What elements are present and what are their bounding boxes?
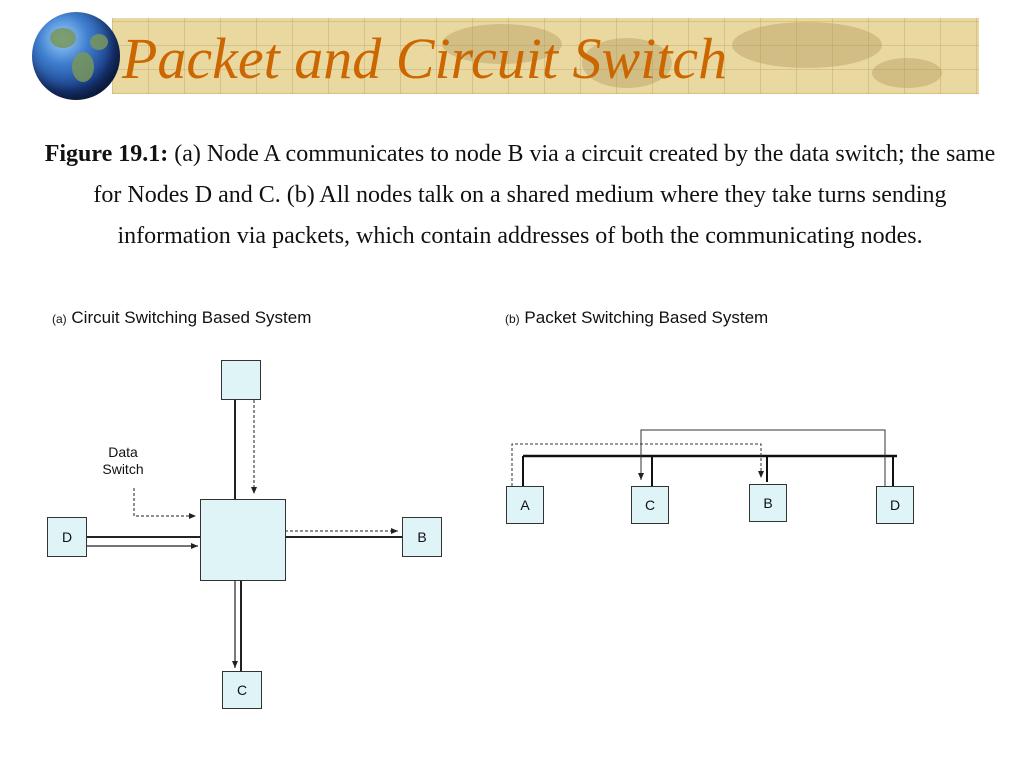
circuit-panel-title: Circuit Switching Based System	[71, 308, 312, 327]
bus-node-b: B	[749, 484, 787, 522]
packet-path-d-c	[638, 429, 886, 486]
packet-panel-title: Packet Switching Based System	[524, 308, 769, 327]
slide-title: Packet and Circuit Switch	[122, 26, 728, 91]
data-switch	[200, 499, 286, 581]
node-c: C	[222, 671, 262, 709]
node-d: D	[47, 517, 87, 557]
bus-node-d: D	[876, 486, 914, 524]
figure-caption: Figure 19.1: (a) Node A communicates to …	[40, 134, 1000, 257]
switch-pointer	[133, 488, 196, 519]
node-b: B	[402, 517, 442, 557]
bus-node-a: A	[506, 486, 544, 524]
globe-icon	[32, 12, 120, 100]
circuit-panel-tag: (a)	[52, 312, 67, 326]
caption-text: (a) Node A communicates to node B via a …	[93, 141, 996, 249]
packet-panel-tag: (b)	[505, 312, 520, 326]
figure-label: Figure 19.1:	[44, 141, 169, 167]
title-banner	[112, 18, 979, 94]
map-decoration	[442, 24, 562, 64]
packet-panel-heading: (b) Packet Switching Based System	[505, 308, 768, 328]
bus-node-c: C	[631, 486, 669, 524]
map-decoration	[582, 38, 672, 88]
map-decoration	[872, 58, 942, 88]
packet-path-a-b	[511, 443, 764, 486]
map-decoration	[732, 22, 882, 68]
data-switch-label: Data Switch	[102, 444, 144, 477]
node-top	[221, 360, 261, 400]
circuit-panel-heading: (a) Circuit Switching Based System	[52, 308, 311, 328]
